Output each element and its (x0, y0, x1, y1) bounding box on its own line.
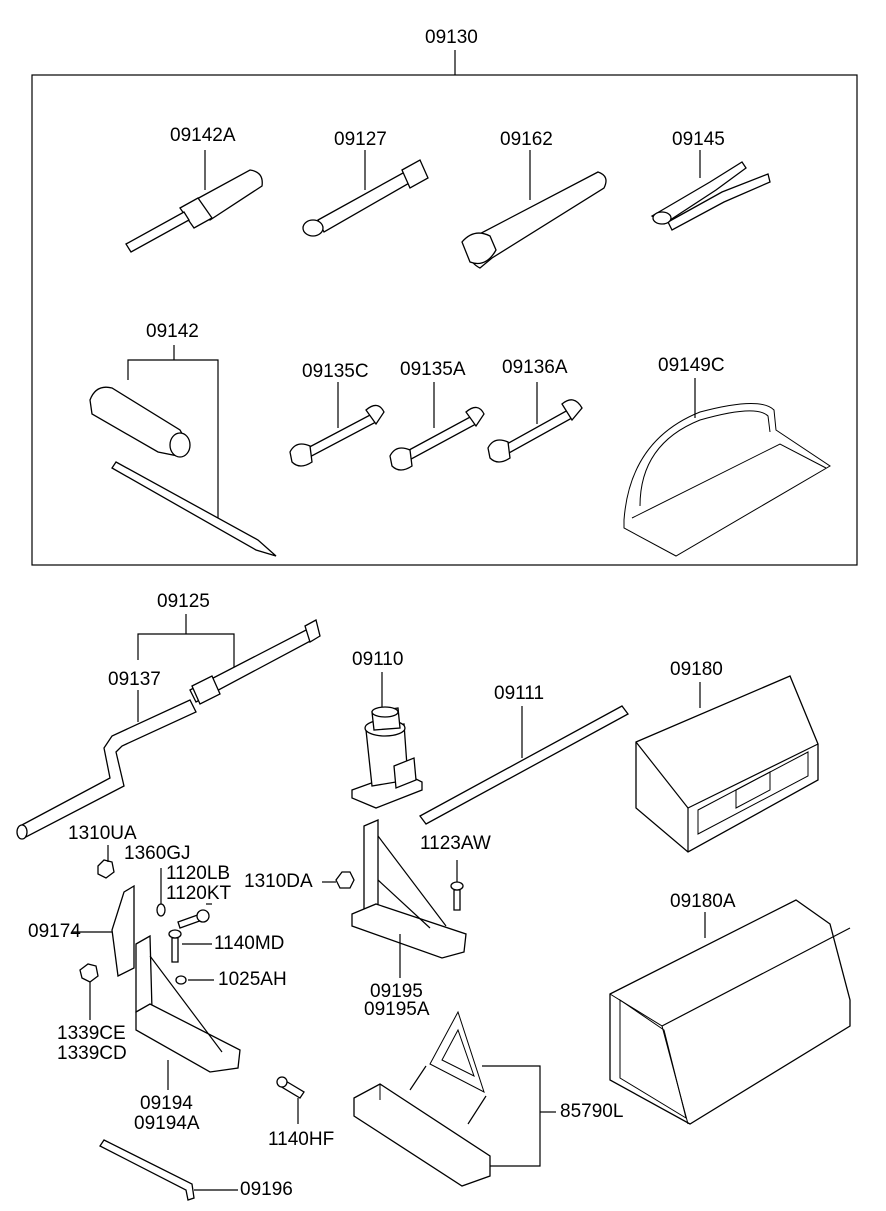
label-09162: 09162 (500, 129, 553, 150)
tool-box-09180 (635, 675, 819, 853)
label-09195: 09195 (370, 981, 423, 1002)
label-09145: 09145 (672, 129, 725, 150)
bolt-1140MD (168, 929, 214, 985)
label-09194A: 09194A (134, 1113, 200, 1134)
label-1360GJ: 1360GJ (124, 843, 191, 864)
label-09174: 09174 (28, 921, 81, 942)
adjustable-wrench-09162 (461, 150, 607, 269)
screwdriver-09142A (125, 150, 263, 253)
label-09136A: 09136A (502, 357, 568, 378)
pliers-09145 (650, 150, 771, 231)
jack-bar-09111 (419, 705, 629, 825)
label-1310UA: 1310UA (68, 823, 137, 844)
label-09194: 09194 (140, 1093, 193, 1114)
label-09149C: 09149C (658, 355, 725, 376)
label-09125: 09125 (157, 591, 210, 612)
label-1120KT: 1120KT (166, 883, 232, 904)
label-1123AW: 1123AW (420, 833, 491, 854)
label-1025AH: 1025AH (218, 969, 287, 990)
bottle-jack-09110 (351, 672, 423, 809)
label-1339CE: 1339CE (57, 1023, 126, 1044)
label-09137: 09137 (108, 669, 161, 690)
jack-handle-09125 (16, 614, 321, 840)
socket-bar-09127 (302, 150, 429, 237)
wrench-09135C (289, 382, 385, 467)
label-09135A: 09135A (400, 359, 466, 380)
tool-box-09180A (609, 899, 851, 1125)
plate-09174 (72, 884, 135, 1020)
label-09195A: 09195A (364, 999, 430, 1020)
label-09110: 09110 (352, 649, 404, 670)
label-1310DA: 1310DA (244, 871, 313, 892)
label-09111: 09111 (494, 683, 545, 704)
label-1120LB: 1120LB (166, 863, 231, 884)
label-1339CD: 1339CD (57, 1043, 127, 1064)
label-1140HF: 1140HF (268, 1129, 335, 1150)
wrench-09135A (389, 382, 485, 471)
screwdriver-09142 (89, 345, 277, 557)
bracket-09195 (351, 819, 467, 978)
warning-triangle-85790L (353, 1010, 556, 1187)
hex-wrench-09196 (99, 1139, 238, 1201)
label-09142A: 09142A (170, 125, 236, 146)
label-09130: 09130 (425, 27, 478, 48)
label-1140MD: 1140MD (214, 933, 285, 954)
label-09180A: 09180A (670, 891, 736, 912)
label-09135C: 09135C (302, 361, 369, 382)
wrench-09136A (487, 382, 583, 463)
tool-bag-09149C (623, 378, 831, 557)
small-hardware (97, 845, 464, 929)
label-09196: 09196 (240, 1179, 293, 1200)
tool-kit-frame (31, 74, 858, 566)
label-09180: 09180 (670, 659, 723, 680)
bolt-1140HF (276, 1076, 305, 1124)
label-09127: 09127 (334, 129, 387, 150)
bracket-09194 (135, 934, 241, 1090)
label-85790L: 85790L (560, 1101, 624, 1122)
label-09142: 09142 (146, 321, 199, 342)
